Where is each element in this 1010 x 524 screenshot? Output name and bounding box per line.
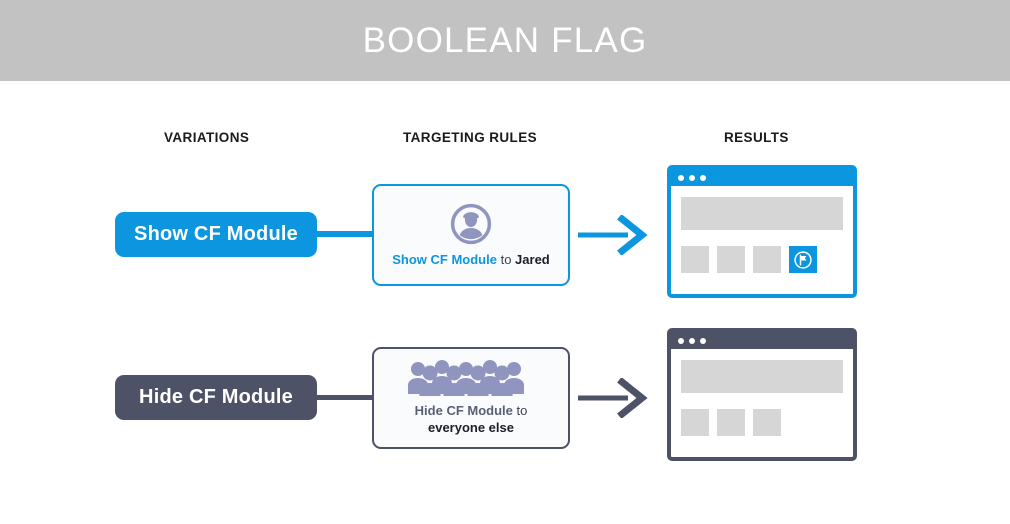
rule-target-label: everyone else xyxy=(427,420,514,435)
targeting-rule-card-show[interactable]: Show CF Module to Jared xyxy=(372,184,570,286)
cf-module-flag-icon xyxy=(794,250,812,269)
targeting-rule-card-hide[interactable]: Hide CF Module to everyone else xyxy=(372,347,570,449)
content-tile xyxy=(753,409,781,436)
browser-content xyxy=(671,349,853,457)
content-placeholder-block xyxy=(681,197,843,230)
variation-label: Hide CF Module xyxy=(139,386,293,408)
window-dot-icon xyxy=(689,174,695,181)
browser-content xyxy=(671,186,853,294)
targeting-rule-text: Show CF Module to Jared xyxy=(384,251,558,268)
flag-rule-row: Show CF Module Show CF Module to Jared xyxy=(0,155,1010,315)
single-user-icon xyxy=(450,203,492,245)
window-dot-icon xyxy=(689,337,695,344)
browser-titlebar xyxy=(671,332,853,349)
rule-connector-word: to xyxy=(496,251,516,267)
content-tile xyxy=(681,409,709,436)
content-tile xyxy=(717,246,745,273)
window-dot-icon xyxy=(678,337,684,344)
content-tile-row xyxy=(681,246,843,273)
rule-flag-label: Show CF Module xyxy=(392,251,497,267)
flag-rule-row: Hide CF Module Hide CF Module to xyxy=(0,318,1010,478)
content-tile xyxy=(681,246,709,273)
arrow-right-icon xyxy=(578,214,648,256)
cf-module-tile[interactable] xyxy=(789,246,817,273)
rule-target-label: Jared xyxy=(515,251,550,267)
content-tile xyxy=(717,409,745,436)
targeting-rule-text: Hide CF Module to everyone else xyxy=(407,402,536,436)
connector-line xyxy=(310,231,378,237)
arrow-right-icon xyxy=(578,377,648,419)
page-banner: BOOLEAN FLAG xyxy=(0,0,1010,81)
column-header-targeting-rules: TARGETING RULES xyxy=(403,130,537,145)
variation-pill-show-cf-module[interactable]: Show CF Module xyxy=(115,212,317,257)
window-dot-icon xyxy=(678,174,684,181)
content-tile-row xyxy=(681,409,843,436)
window-dot-icon xyxy=(700,174,706,181)
result-browser-window-with-module xyxy=(667,165,857,298)
connector-line xyxy=(310,395,378,400)
rule-connector-word: to xyxy=(512,403,528,418)
rule-flag-label: Hide CF Module xyxy=(414,403,513,418)
variation-label: Show CF Module xyxy=(134,223,298,245)
column-header-results: RESULTS xyxy=(724,130,789,145)
content-tile xyxy=(753,246,781,273)
page-title: BOOLEAN FLAG xyxy=(362,21,648,60)
column-header-variations: VARIATIONS xyxy=(164,130,250,145)
result-browser-window-without-module xyxy=(667,328,857,461)
window-dot-icon xyxy=(700,337,706,344)
content-placeholder-block xyxy=(681,360,843,393)
variation-pill-hide-cf-module[interactable]: Hide CF Module xyxy=(115,375,317,420)
browser-titlebar xyxy=(671,169,853,186)
crowd-of-people-icon xyxy=(404,360,538,396)
